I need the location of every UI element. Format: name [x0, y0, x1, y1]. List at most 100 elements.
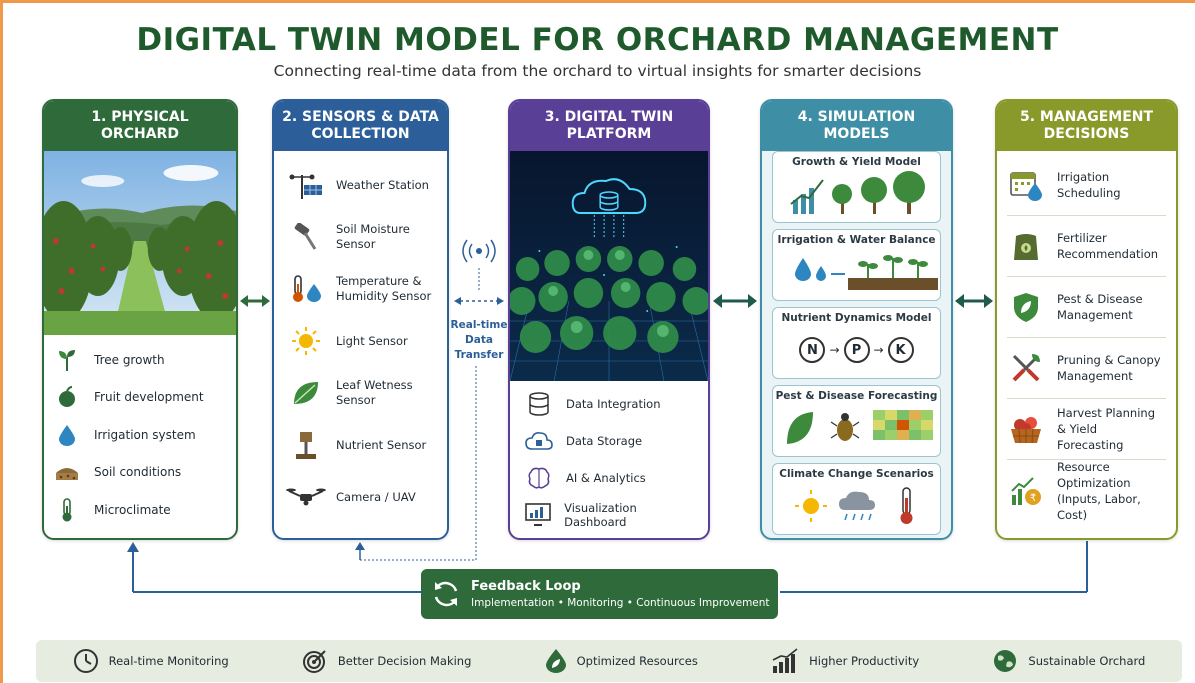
weather-station-icon: [286, 170, 326, 200]
item-label: Harvest Planning & Yield Forecasting: [1057, 406, 1155, 452]
soil-icon: [54, 459, 80, 485]
list-item: Pruning & Canopy Management: [1007, 338, 1166, 399]
digital-twin-visual: [510, 151, 708, 381]
model-title: Nutrient Dynamics Model: [781, 312, 932, 324]
model-title: Pest & Disease Forecasting: [775, 390, 938, 402]
item-label: Soil conditions: [94, 465, 182, 480]
panel-title: 5. MANAGEMENT DECISIONS: [997, 101, 1176, 151]
item-label: Light Sensor: [336, 333, 408, 348]
feedback-title: Feedback Loop: [471, 579, 581, 594]
drone-icon: [286, 482, 326, 512]
globe-icon: [992, 648, 1018, 674]
panel-title: 2. SENSORS & DATA COLLECTION: [274, 101, 447, 151]
leaf-icon: [286, 378, 326, 408]
benefit-item: Optimized Resources: [545, 648, 698, 674]
model-title: Climate Change Scenarios: [779, 468, 934, 480]
list-item: Nutrient Sensor: [274, 419, 447, 471]
benefit-item: Higher Productivity: [771, 648, 919, 674]
sun-icon: [286, 326, 326, 356]
list-item: Fruit development: [54, 379, 226, 417]
soil-probe-icon: [286, 222, 326, 252]
list-item: AI & Analytics: [524, 459, 694, 496]
fertilizer-bag-icon: [1007, 230, 1045, 262]
benefit-label: Optimized Resources: [576, 654, 698, 668]
water-balance-icon: [795, 255, 938, 290]
growth-coin-icon: ₹: [1007, 475, 1045, 507]
list-item: Leaf Wetness Sensor: [274, 367, 447, 419]
panel-digital-twin: 3. DIGITAL TWIN PLATFORM: [508, 99, 710, 540]
list-item: Tree growth: [54, 341, 226, 379]
arrow-icon: →: [873, 343, 884, 357]
benefit-item: Sustainable Orchard: [992, 648, 1145, 674]
item-label: Irrigation system: [94, 427, 196, 442]
list-item: Soil Moisture Sensor: [274, 211, 447, 263]
thermometer-drop-icon: [286, 274, 326, 304]
item-label: Microclimate: [94, 502, 171, 517]
panel-title: 4. SIMULATION MODELS: [762, 101, 951, 151]
item-label: Temperature & Humidity Sensor: [336, 274, 432, 303]
item-label: Resource Optimization (Inputs, Labor, Co…: [1057, 459, 1141, 522]
panel-management-decisions: 5. MANAGEMENT DECISIONS Irrigation Sched…: [995, 99, 1178, 540]
model-card: Growth & Yield Model: [772, 151, 941, 223]
item-label: Irrigation Scheduling: [1057, 170, 1121, 200]
water-drop-icon: [54, 422, 80, 448]
climate-scenarios-icon: [795, 487, 913, 524]
pruning-shears-icon: [1007, 352, 1045, 384]
orchard-photo: [44, 151, 236, 335]
benefit-label: Sustainable Orchard: [1028, 654, 1146, 668]
item-label: Pest & Disease Management: [1057, 292, 1143, 322]
item-label: Soil Moisture Sensor: [336, 222, 410, 251]
benefit-label: Higher Productivity: [809, 654, 920, 668]
panel-sensors: 2. SENSORS & DATA COLLECTION Weather Sta…: [272, 99, 449, 540]
list-item: Fertilizer Recommendation: [1007, 216, 1166, 277]
list-item: Soil conditions: [54, 454, 226, 492]
model-card: Nutrient Dynamics Model N → P → K: [772, 307, 941, 379]
svg-text:₹: ₹: [1030, 493, 1036, 504]
apple-icon: [54, 384, 80, 410]
item-label: Pruning & Canopy Management: [1057, 353, 1161, 383]
sprout-icon: [54, 347, 80, 373]
list-item: Irrigation Scheduling: [1007, 155, 1166, 216]
benefit-label: Real-time Monitoring: [108, 654, 229, 668]
list-item: Data Storage: [524, 422, 694, 459]
item-label: Data Integration: [566, 396, 661, 411]
panel-title: 3. DIGITAL TWIN PLATFORM: [510, 101, 708, 151]
list-item: Irrigation system: [54, 416, 226, 454]
list-item: Harvest Planning & Yield Forecasting: [1007, 399, 1166, 460]
feedback-loop-box: Feedback Loop Implementation • Monitorin…: [421, 569, 778, 619]
model-card: Pest & Disease Forecasting: [772, 385, 941, 457]
list-item: Light Sensor: [274, 315, 447, 367]
calendar-drop-icon: [1007, 169, 1045, 201]
clock-icon: [73, 648, 99, 674]
refresh-cycle-icon: [421, 579, 471, 609]
item-label: Tree growth: [94, 352, 165, 367]
item-label: Fruit development: [94, 390, 204, 405]
item-label: AI & Analytics: [566, 470, 646, 485]
nutrient-probe-icon: [286, 430, 326, 460]
pest-forecast-icon: [787, 410, 933, 444]
shield-leaf-icon: [1007, 291, 1045, 323]
model-title: Growth & Yield Model: [792, 156, 921, 168]
item-label: Leaf Wetness Sensor: [336, 378, 413, 407]
feedback-subtitle: Implementation • Monitoring • Continuous…: [471, 597, 770, 609]
page-title: DIGITAL TWIN MODEL FOR ORCHARD MANAGEMEN…: [136, 22, 1059, 58]
panel-physical-orchard: 1. PHYSICAL ORCHARD: [42, 99, 238, 540]
resource-icon: [545, 648, 567, 674]
model-card: Irrigation & Water Balance: [772, 229, 941, 301]
item-label: Camera / UAV: [336, 489, 416, 504]
list-item: Camera / UAV: [274, 471, 447, 523]
nutrient-p-badge: P: [843, 337, 870, 363]
panel-simulation: 4. SIMULATION MODELS Growth & Yield Mode…: [760, 99, 953, 540]
database-icon: [524, 391, 554, 416]
nutrient-n-badge: N: [799, 337, 826, 363]
item-label: Weather Station: [336, 177, 429, 192]
target-icon: [302, 648, 328, 674]
list-item: Data Integration: [524, 385, 694, 422]
bar-growth-icon: [771, 648, 799, 674]
panel-title: 1. PHYSICAL ORCHARD: [44, 101, 236, 151]
item-label: Fertilizer Recommendation: [1057, 231, 1159, 261]
benefit-item: Better Decision Making: [302, 648, 471, 674]
list-item: Microclimate: [54, 491, 226, 529]
benefit-label: Better Decision Making: [337, 654, 472, 668]
